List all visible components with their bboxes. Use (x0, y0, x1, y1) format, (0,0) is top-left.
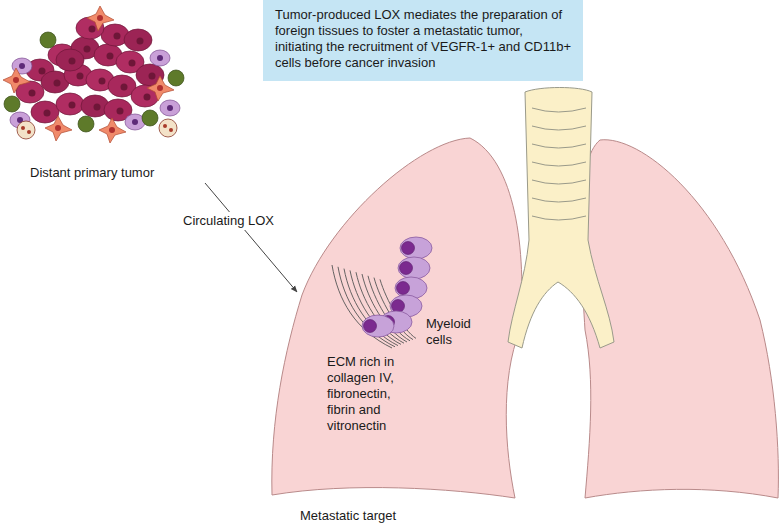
cell-nucleus (89, 26, 96, 33)
cell-nucleus (132, 119, 138, 125)
cartilage-ring (532, 144, 586, 148)
immune-cell (150, 50, 170, 66)
myeloid-cell (362, 315, 394, 337)
green-cell (4, 96, 20, 112)
cell-nucleus (99, 78, 106, 85)
cell-nucleus (137, 38, 144, 45)
primary-tumor: Distant primary tumor (0, 0, 205, 183)
tumor-cell (56, 49, 84, 71)
cell-nucleus (84, 46, 91, 53)
cell-nucleus (129, 60, 136, 67)
edge-label: Circulating LOX (181, 212, 276, 230)
cell-nucleus (157, 85, 163, 91)
info-box: Tumor-produced LOX mediates the preparat… (263, 0, 583, 81)
granular-cell (159, 119, 177, 137)
right-lung (581, 140, 779, 498)
myeloid-cell (398, 257, 430, 279)
cartilage-ring (532, 126, 586, 130)
cell-nucleus (19, 63, 25, 69)
myeloid-cells (362, 237, 432, 337)
cell-nucleus (144, 94, 151, 101)
cell-nucleus (69, 102, 76, 109)
node-text: Metastatic target (300, 508, 522, 524)
immune-cell (160, 100, 180, 116)
tumor-cell (56, 93, 84, 115)
trachea (508, 88, 614, 349)
cell-nucleus (39, 68, 46, 75)
cartilage-ring (532, 216, 586, 220)
ecm-fibers (332, 265, 416, 348)
cell-nucleus (107, 53, 114, 60)
cartilage-ring (532, 108, 586, 112)
cell-nucleus (69, 58, 76, 65)
cell-nucleus (402, 242, 415, 255)
cell-nucleus (77, 73, 84, 80)
cell-nucleus (149, 73, 156, 80)
cell-nucleus (114, 33, 121, 40)
tumor-cell (31, 101, 59, 123)
ecm-label: ECM rich in collagen IV, fibronectin, fi… (327, 354, 422, 434)
cartilage-ring (532, 198, 586, 202)
cell-nucleus (167, 105, 173, 111)
cell-nucleus (94, 104, 101, 111)
green-cell (142, 110, 158, 126)
stromal-cell (3, 68, 30, 93)
tumor-cluster (3, 6, 184, 143)
cell-nucleus (117, 108, 124, 115)
cell-nucleus (157, 55, 163, 61)
lung-target: Metastatic target (297, 135, 522, 525)
arrow-connector (205, 183, 297, 292)
cell-label: Myeloid cells (426, 316, 486, 348)
cartilage-ring (532, 180, 586, 184)
cell-nucleus (29, 90, 36, 97)
left-lung (272, 138, 522, 498)
cell-nucleus (54, 80, 61, 87)
cell-nucleus (392, 300, 405, 313)
green-cell (78, 116, 94, 132)
green-cell (40, 32, 56, 48)
cell-nucleus (109, 127, 115, 133)
stromal-cell (87, 6, 114, 31)
tumor-cell (124, 29, 152, 51)
myeloid-cell (400, 237, 432, 259)
stromal-cell (99, 118, 126, 143)
node-text: Tumor-produced LOX mediates the preparat… (275, 7, 573, 71)
stromal-cell (45, 116, 72, 141)
cell-nucleus (97, 15, 103, 21)
green-cell (168, 70, 184, 86)
cell-nucleus (55, 125, 61, 131)
cell-nucleus (364, 320, 377, 333)
cartilage-ring (532, 162, 586, 166)
cell-nucleus (13, 77, 19, 83)
cell-nucleus (121, 84, 128, 91)
cell-nucleus (400, 262, 413, 275)
node-text: Distant primary tumor (30, 165, 205, 181)
cell-nucleus (44, 110, 51, 117)
cell-nucleus (397, 282, 410, 295)
granular-cell (17, 121, 35, 139)
